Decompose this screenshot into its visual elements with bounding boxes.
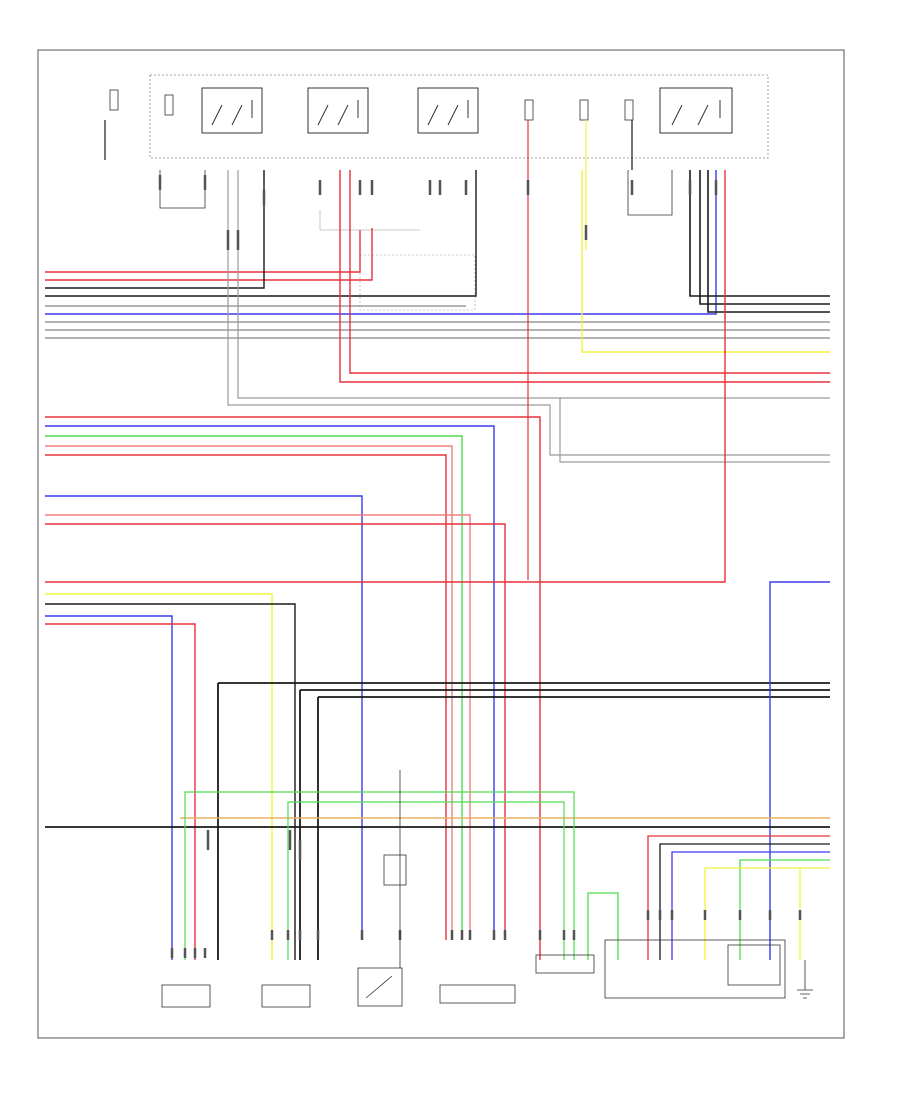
lower-right-wires: [587, 835, 830, 960]
black-rails: [217, 682, 830, 960]
yellow-out: [581, 170, 830, 353]
connector-2: [261, 984, 311, 1008]
red-out-2: [349, 170, 830, 374]
middle-bus: [45, 416, 541, 960]
diagram-frame: [37, 49, 845, 1039]
bottom-components: [161, 939, 813, 1008]
red-line-mid: [45, 523, 506, 940]
red-out-1: [339, 170, 830, 383]
blue-line-mid: [45, 495, 363, 940]
relay-risers: [104, 120, 633, 580]
heater-box: [727, 944, 781, 986]
gray-out-2: [237, 170, 830, 463]
junction-block: [359, 254, 476, 311]
lower-bus: [45, 170, 726, 960]
relay-2: [307, 87, 369, 134]
connector-1: [161, 984, 211, 1008]
pink-line-mid: [45, 514, 471, 940]
connector-3: [357, 967, 403, 1007]
relay-box: [109, 74, 769, 231]
relay-3: [417, 87, 479, 134]
upper-bus: [45, 170, 830, 339]
relay-4: [659, 87, 733, 134]
center-sensor: [383, 854, 407, 886]
gray-out-1: [227, 170, 830, 456]
pin-markers: [158, 175, 802, 958]
right-black-outputs: [689, 170, 830, 313]
blue-right-riser: [769, 581, 830, 960]
green-loops: [184, 791, 575, 960]
module-box: [604, 939, 786, 999]
ground-symbol: [797, 960, 813, 999]
connector-4: [439, 984, 516, 1004]
connector-5: [535, 954, 595, 974]
relay-1: [201, 87, 263, 134]
